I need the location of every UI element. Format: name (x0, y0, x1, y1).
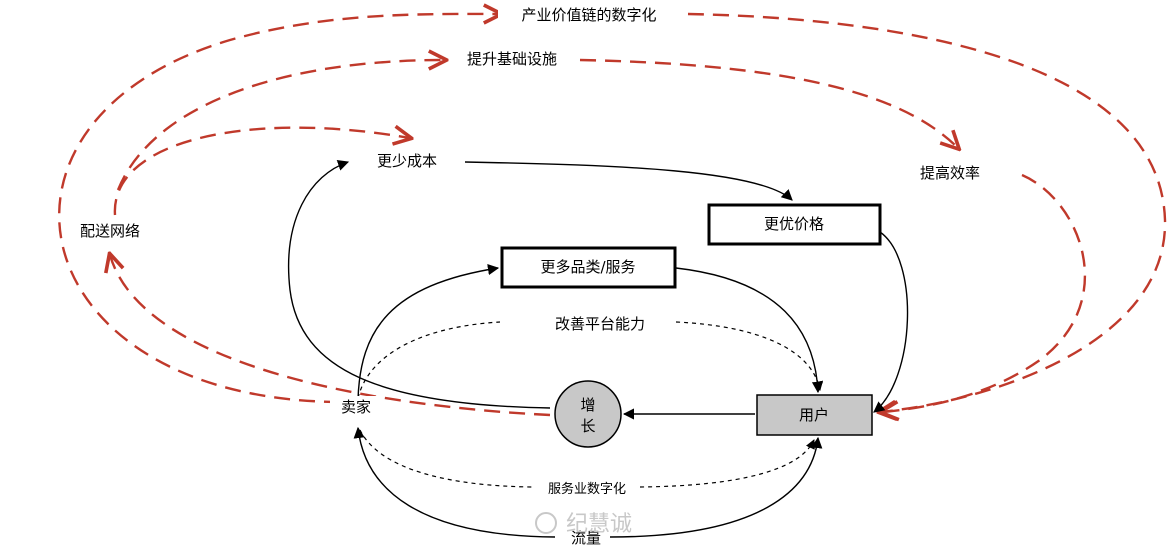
label-growth-2: 长 (580, 417, 595, 435)
platform-loop-right (675, 321, 824, 391)
label-seller: 卖家 (341, 398, 371, 416)
growth-to-cost (288, 159, 551, 409)
label-platform: 改善平台能力 (555, 315, 645, 333)
growth-circle (554, 380, 622, 448)
price-to-user (873, 231, 909, 413)
label-infrastructure: 提升基础设施 (467, 50, 557, 68)
label-traffic: 流量 (571, 529, 601, 547)
infra-loop-right (579, 58, 958, 148)
watermark: 纪慧诚 (535, 512, 632, 537)
cost-to-price (464, 161, 793, 201)
label-delivery-network: 配送网络 (80, 222, 140, 240)
outer-loop-right (687, 12, 1167, 412)
traffic-to-user (609, 436, 823, 538)
user-box (756, 394, 873, 436)
more-categories-box (500, 246, 677, 289)
outer-loop-left (58, 14, 500, 404)
delivery-to-cost (113, 128, 410, 216)
growth-to-delivery (110, 255, 551, 417)
service-loop-right (639, 439, 815, 488)
label-growth-1: 增 (580, 396, 595, 414)
label-efficiency: 提高效率 (920, 164, 980, 182)
categories-to-user (675, 267, 824, 394)
efficiency-to-user (882, 173, 1087, 412)
label-user: 用户 (799, 406, 829, 424)
label-lower-cost: 更少成本 (377, 152, 437, 170)
platform-loop-left (357, 321, 501, 399)
seller-to-categories (357, 264, 500, 401)
watermark-text: 纪慧诚 (566, 512, 632, 537)
weibo-icon (535, 512, 557, 534)
label-industry-digitization: 产业价值链的数字化 (521, 6, 656, 24)
label-more-categories: 更多品类/服务 (540, 258, 635, 276)
label-service-digitization: 服务业数字化 (548, 481, 626, 497)
service-loop-left (359, 429, 533, 488)
label-better-price: 更优价格 (764, 215, 824, 233)
traffic-to-seller (353, 426, 556, 538)
better-price-box (707, 203, 882, 246)
infra-loop-left (116, 60, 445, 191)
